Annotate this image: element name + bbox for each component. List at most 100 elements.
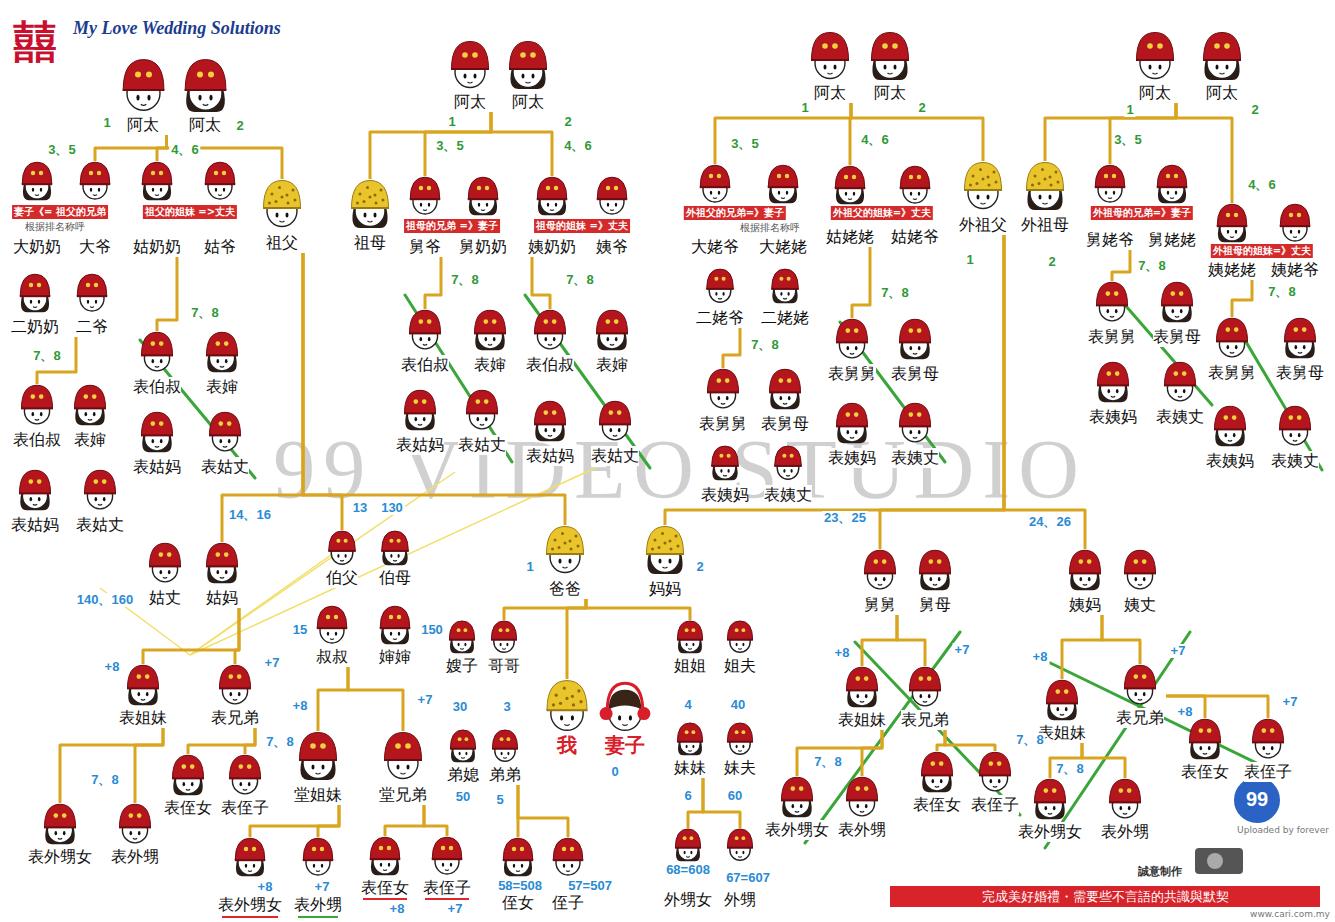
face-icon xyxy=(72,273,112,313)
face-icon xyxy=(79,469,121,511)
person-name: 外甥女 xyxy=(664,890,712,910)
person-node: 表伯叔 xyxy=(11,384,63,450)
face-part xyxy=(847,777,878,800)
face-part xyxy=(768,186,798,188)
person-name: 阿太 xyxy=(1206,83,1238,103)
face-icon xyxy=(405,176,445,216)
face-part xyxy=(303,838,333,860)
face-part xyxy=(1112,174,1116,178)
face-icon xyxy=(776,776,818,818)
face-part xyxy=(317,606,347,628)
face-part xyxy=(1284,340,1316,342)
face-part xyxy=(182,764,187,769)
person-name: 大姥姥 xyxy=(759,237,807,257)
person-name: 舅奶奶 xyxy=(459,237,507,257)
face-part xyxy=(855,346,858,350)
face-part xyxy=(1253,719,1284,742)
person-name: 表姑妈 xyxy=(396,435,444,455)
face-part xyxy=(606,319,611,324)
face-part xyxy=(491,639,517,641)
face-part xyxy=(1294,327,1299,332)
family-line xyxy=(348,667,403,731)
face-part xyxy=(390,632,392,636)
person-node: 堂姐妹 xyxy=(291,731,345,805)
face-part xyxy=(222,171,226,175)
face-part xyxy=(857,694,860,698)
face-part xyxy=(900,166,930,188)
person-name: 侄子 xyxy=(552,893,584,913)
logo-character: 囍 xyxy=(13,19,57,65)
callout-number: 1 xyxy=(1124,103,1135,117)
family-line xyxy=(1045,103,1176,161)
face-part xyxy=(909,328,914,333)
face-part xyxy=(1106,291,1111,296)
face-icon xyxy=(345,179,395,229)
face-part xyxy=(913,353,917,355)
face-part xyxy=(563,687,566,690)
callout-number: 4 xyxy=(682,698,693,712)
face-part xyxy=(521,864,523,868)
person-node: 表外甥女 xyxy=(216,837,284,915)
face-part xyxy=(485,186,489,190)
callout-number: 1 xyxy=(799,101,810,115)
person-name: 二姥姥 xyxy=(761,308,809,328)
person-node: 表姑妈 xyxy=(524,400,576,466)
family-line xyxy=(385,805,424,836)
face-part xyxy=(1127,788,1132,793)
face-part xyxy=(1143,692,1146,696)
face-part xyxy=(780,292,782,296)
family-line xyxy=(862,730,882,776)
face-part xyxy=(811,59,849,61)
face-part xyxy=(856,786,861,791)
face-icon xyxy=(764,368,806,410)
face-part xyxy=(768,165,798,187)
face-part xyxy=(316,773,321,774)
face-part xyxy=(1289,415,1294,420)
face-icon xyxy=(723,828,757,862)
face-part xyxy=(393,638,397,640)
face-part xyxy=(395,743,401,749)
face-part xyxy=(597,198,627,200)
face-part xyxy=(404,412,436,414)
face-part xyxy=(1170,197,1174,199)
person-node: 阿太 xyxy=(114,58,173,135)
face-part xyxy=(507,737,511,741)
face-part xyxy=(1263,746,1266,750)
callout-number: 1 xyxy=(964,253,975,267)
person-name: 大爷 xyxy=(79,237,111,257)
face-icon xyxy=(378,731,428,781)
family-line xyxy=(245,728,255,754)
person-name: 表舅舅 xyxy=(828,364,876,384)
person-node: 爸爸 xyxy=(538,525,592,599)
person-name: 妈妈 xyxy=(649,579,681,599)
face-part xyxy=(832,43,838,49)
face-part xyxy=(836,341,868,343)
face-part xyxy=(738,648,741,650)
face-part xyxy=(774,465,801,467)
face-part xyxy=(783,298,787,300)
face-part xyxy=(675,535,678,538)
face-icon xyxy=(894,318,936,360)
person-name: 姨丈 xyxy=(1124,595,1156,615)
callout-number: 3、5 xyxy=(729,137,760,151)
face-part xyxy=(1235,230,1237,234)
face-part xyxy=(775,446,802,466)
face-part xyxy=(20,470,51,493)
face-icon xyxy=(178,58,233,113)
face-icon xyxy=(204,411,246,453)
person-node: 姑妈 xyxy=(199,542,245,608)
face-part xyxy=(214,171,218,175)
face-icon xyxy=(224,754,266,796)
face-part xyxy=(720,469,722,473)
face-part xyxy=(155,194,159,196)
person-name: 表侄女 xyxy=(1181,762,1229,782)
face-part xyxy=(1295,345,1298,349)
family-line xyxy=(852,247,870,318)
person-name: 哥哥 xyxy=(488,656,520,676)
face-part xyxy=(1039,195,1042,200)
person-node: 表舅舅 xyxy=(697,368,749,434)
face-part xyxy=(600,401,631,424)
callout-number: +7 xyxy=(953,643,972,657)
face-part xyxy=(352,181,389,209)
family-line xyxy=(491,112,552,176)
